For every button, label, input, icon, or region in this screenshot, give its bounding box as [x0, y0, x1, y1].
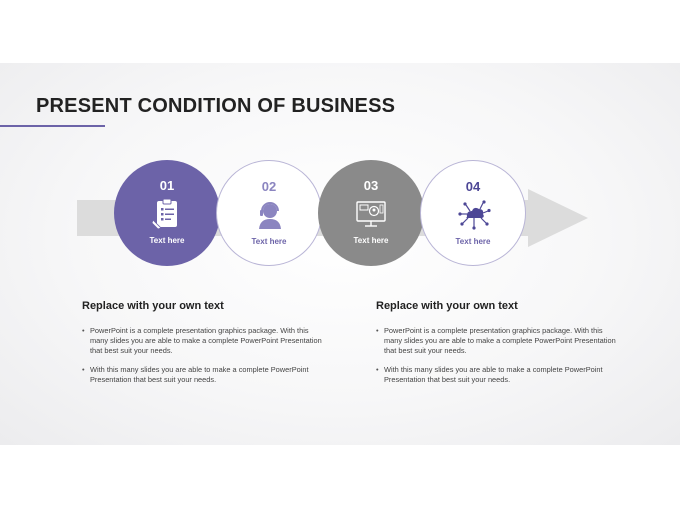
bullet-item: PowerPoint is a complete presentation gr…: [376, 326, 616, 357]
step-caption: Text here: [251, 237, 287, 246]
slide: PRESENT CONDITION OF BUSINESS 01 Text he…: [0, 63, 680, 445]
step-caption: Text here: [353, 236, 389, 245]
column-heading: Replace with your own text: [82, 300, 224, 312]
headset-user-icon: [259, 202, 281, 229]
bullet-item: With this many slides you are able to ma…: [82, 365, 322, 385]
bullet-list: PowerPoint is a complete presentation gr…: [376, 326, 616, 385]
step-number: 04: [465, 179, 481, 194]
column-heading: Replace with your own text: [376, 300, 518, 312]
slide-title: PRESENT CONDITION OF BUSINESS: [36, 95, 396, 117]
text-column-right: Replace with your own text PowerPoint is…: [376, 300, 616, 393]
step-caption: Text here: [149, 236, 185, 245]
step-number: 02: [261, 179, 277, 194]
bullet-item: With this many slides you are able to ma…: [376, 365, 616, 385]
title-underline: [0, 125, 105, 127]
clipboard-pencil-icon: [151, 198, 177, 230]
step-02: 02 Text here: [216, 160, 322, 266]
bullet-list: PowerPoint is a complete presentation gr…: [82, 326, 322, 385]
step-03: 03 Text here: [318, 160, 424, 266]
step-01: 01 Text here: [114, 160, 220, 266]
cloud-network-icon: [458, 200, 491, 230]
text-column-left: Replace with your own text PowerPoint is…: [82, 300, 322, 393]
bullet-item: PowerPoint is a complete presentation gr…: [82, 326, 322, 357]
step-number: 03: [363, 178, 379, 193]
process-arrow-head: [528, 189, 588, 247]
step-caption: Text here: [455, 237, 491, 246]
monitor-profile-icon: [356, 201, 386, 227]
step-number: 01: [159, 178, 175, 193]
step-04: 04 Text here: [420, 160, 526, 266]
